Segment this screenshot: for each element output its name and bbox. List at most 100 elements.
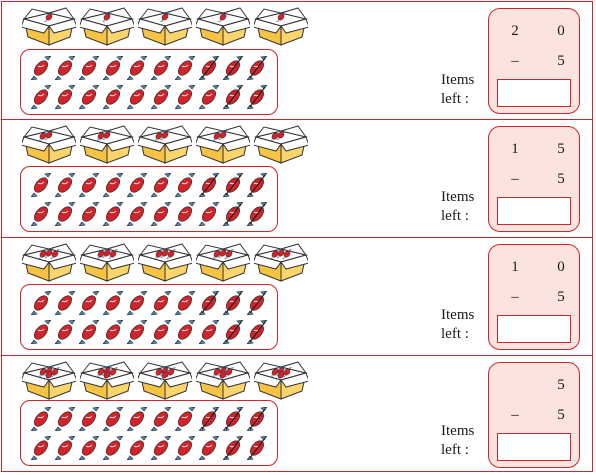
cross-out-mark xyxy=(249,57,266,79)
open-box-icon xyxy=(196,361,250,400)
open-box-icon xyxy=(80,243,134,282)
candy-icon xyxy=(223,407,243,431)
candy-icon xyxy=(247,407,267,431)
candy-icon xyxy=(79,202,99,226)
cross-out-mark xyxy=(201,174,218,196)
candy-icon xyxy=(79,85,99,109)
open-box-icon xyxy=(254,361,308,400)
items-text: Items xyxy=(441,72,475,88)
cross-out-mark xyxy=(225,292,242,314)
candy-icon xyxy=(151,320,171,344)
candy-panel xyxy=(20,49,278,115)
cross-out-mark xyxy=(225,408,242,430)
minus-sign: – xyxy=(511,407,519,423)
candy-icon xyxy=(151,173,171,197)
candy-icon xyxy=(127,407,147,431)
box-group xyxy=(22,5,322,47)
candy-icon xyxy=(31,320,51,344)
tens-digit: 2 xyxy=(511,23,519,39)
left-text: left : xyxy=(441,326,469,342)
subtraction-card: 5 – 5 xyxy=(488,362,580,468)
minus-sign: – xyxy=(511,289,519,305)
items-text: Items xyxy=(441,423,475,439)
candy-icon xyxy=(247,56,267,80)
candy-icon xyxy=(127,436,147,460)
open-box-icon xyxy=(196,125,250,164)
cross-out-mark xyxy=(201,408,218,430)
open-box-icon xyxy=(22,243,76,282)
candy-icon xyxy=(175,202,195,226)
cross-out-mark xyxy=(225,203,242,225)
candy-icon xyxy=(55,407,75,431)
candy-icon xyxy=(31,407,51,431)
candy-icon xyxy=(199,202,219,226)
ones-digit: 5 xyxy=(557,141,565,157)
candy-icon xyxy=(151,56,171,80)
candy-icon xyxy=(79,56,99,80)
cross-out-mark xyxy=(201,292,218,314)
answer-box[interactable] xyxy=(497,315,571,343)
subtrahend-digit: 5 xyxy=(557,407,565,423)
candy-icon xyxy=(79,291,99,315)
candy-icon xyxy=(31,436,51,460)
candy-icon xyxy=(175,85,195,109)
open-box-icon xyxy=(22,7,76,46)
candy-icon xyxy=(31,291,51,315)
candy-icon xyxy=(175,291,195,315)
candy-icon xyxy=(175,56,195,80)
candy-icon xyxy=(127,291,147,315)
open-box-icon xyxy=(22,361,76,400)
answer-box[interactable] xyxy=(497,433,571,461)
candy-icon xyxy=(103,407,123,431)
candy-icon xyxy=(223,85,243,109)
answer-box[interactable] xyxy=(497,79,571,107)
candy-icon xyxy=(103,436,123,460)
candy-icon xyxy=(103,85,123,109)
open-box-icon xyxy=(138,125,192,164)
candy-icon xyxy=(199,436,219,460)
cross-out-mark xyxy=(249,321,266,343)
candy-icon xyxy=(175,407,195,431)
candy-icon xyxy=(247,85,267,109)
candy-icon xyxy=(199,407,219,431)
cross-out-mark xyxy=(225,57,242,79)
ones-digit: 0 xyxy=(557,259,565,275)
candy-icon xyxy=(31,173,51,197)
subtrahend-digit: 5 xyxy=(557,53,565,69)
candy-icon xyxy=(223,56,243,80)
open-box-icon xyxy=(254,125,308,164)
candy-icon xyxy=(55,173,75,197)
cross-out-mark xyxy=(201,57,218,79)
candy-icon xyxy=(127,173,147,197)
ones-digit: 5 xyxy=(557,377,565,393)
cross-out-mark xyxy=(225,174,242,196)
open-box-icon xyxy=(254,243,308,282)
open-box-icon xyxy=(138,243,192,282)
candy-icon xyxy=(103,202,123,226)
cross-out-mark xyxy=(249,203,266,225)
cross-out-mark xyxy=(249,86,266,108)
candy-icon xyxy=(55,202,75,226)
open-box-icon xyxy=(22,125,76,164)
candy-icon xyxy=(79,173,99,197)
candy-icon xyxy=(127,202,147,226)
candy-icon xyxy=(31,56,51,80)
candy-icon xyxy=(223,202,243,226)
candy-icon xyxy=(79,320,99,344)
candy-icon xyxy=(223,173,243,197)
answer-box[interactable] xyxy=(497,197,571,225)
open-box-icon xyxy=(196,243,250,282)
open-box-icon xyxy=(80,7,134,46)
candy-icon xyxy=(103,320,123,344)
candy-panel xyxy=(20,400,278,466)
candy-icon xyxy=(199,291,219,315)
candy-icon xyxy=(247,173,267,197)
candy-panel xyxy=(20,166,278,232)
